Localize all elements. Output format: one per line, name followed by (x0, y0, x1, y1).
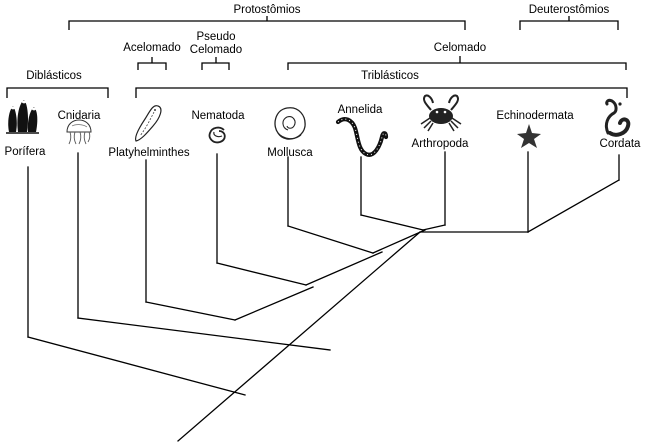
segmented-worm-icon (335, 117, 389, 157)
cladogram-tree (27, 151, 620, 442)
label-pseudo: Pseudo (196, 31, 235, 43)
label-acelomado: Acelomado (123, 42, 181, 54)
crab-icon (420, 94, 462, 132)
porifera-link (27, 336, 246, 396)
starfish-icon (517, 124, 541, 148)
nematoda-node-link (305, 251, 383, 286)
jellyfish-icon (66, 119, 92, 145)
tree-spine (177, 231, 421, 442)
label-pseudo-celomado: Celomado (190, 44, 242, 56)
arthropoda-link (422, 224, 446, 231)
bracket-diblasticos (6, 87, 109, 98)
label-mollusca: Mollusca (267, 147, 313, 159)
bracket-pseudocelomado (201, 57, 230, 70)
platyhelminthes-node-link (234, 286, 314, 321)
cnidaria-link (77, 317, 331, 351)
label-platyhelminthes: Platyhelminthes (108, 147, 189, 159)
label-arthropoda: Arthropoda (412, 138, 470, 150)
mollusca-node-link (372, 229, 426, 254)
bracket-deuterostomios (519, 16, 619, 30)
bracket-triblasticos (135, 87, 628, 98)
bracket-celomado (287, 56, 627, 70)
label-cnidaria: Cnidaria (58, 110, 101, 122)
label-diblasticos: Diblásticos (26, 70, 82, 82)
label-celomado: Celomado (434, 42, 486, 54)
label-deuterostomios: Deuterostômios (529, 4, 610, 16)
sponge-icon (6, 100, 39, 134)
nematoda-link (216, 262, 307, 286)
flatworm-icon (134, 105, 162, 142)
label-porifera: Porífera (5, 146, 47, 158)
mollusca-link (287, 225, 374, 254)
label-protostomios: Protostômios (233, 4, 300, 16)
bracket-protostomios (68, 16, 466, 30)
chordate-icon (604, 98, 631, 137)
label-annelida: Annelida (338, 104, 383, 116)
bracket-acelomado (137, 57, 167, 70)
platyhelminthes-link (145, 301, 236, 321)
label-echinodermata: Echinodermata (496, 110, 574, 122)
roundworm-icon (208, 126, 226, 144)
snail-shell-icon (274, 107, 306, 140)
label-nematoda: Nematoda (191, 110, 245, 122)
deuterostome-node-link (527, 179, 620, 233)
label-cordata: Cordata (600, 138, 642, 150)
annelida-link (360, 214, 424, 231)
label-triblasticos: Triblásticos (361, 70, 419, 82)
